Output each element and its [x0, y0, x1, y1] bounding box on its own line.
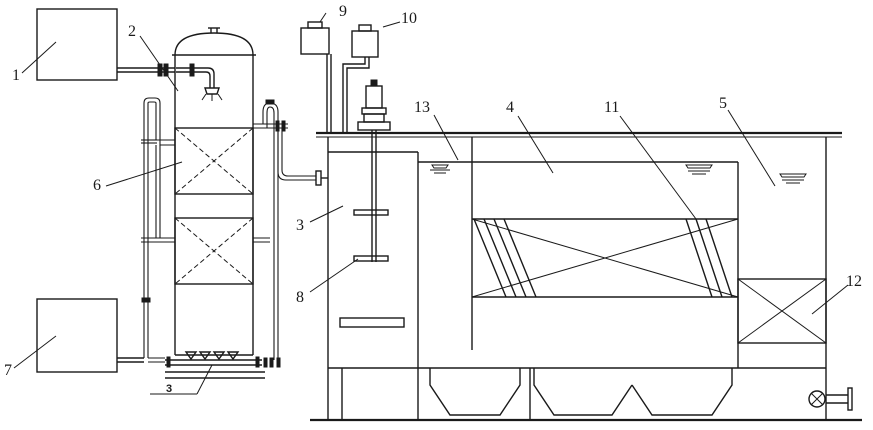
callout-8: 8: [296, 289, 304, 306]
right-exhaust-pipe: [253, 99, 328, 360]
mixer-motor: [357, 79, 391, 131]
left-recirculation-pipe: [141, 97, 175, 363]
filter-zone: [737, 173, 827, 344]
packing-layer-lower: [174, 217, 254, 285]
callout-3-bottom: 3: [166, 383, 172, 395]
inclined-plate-pack: [471, 218, 739, 298]
callout-10: 10: [401, 10, 417, 27]
callout-1: 1: [12, 67, 20, 84]
outlet-valve: [808, 387, 853, 411]
leader-lines: [13, 12, 849, 395]
callout-2: 2: [128, 23, 136, 40]
callout-12: 12: [846, 273, 862, 290]
callout-5: 5: [719, 95, 727, 112]
callout-13: 13: [414, 99, 430, 116]
reaction-zone: [328, 151, 419, 420]
tank-1: [36, 8, 118, 81]
dosing-tank-9: [300, 21, 332, 132]
callout-4: 4: [506, 99, 514, 116]
mixer-shaft: [353, 130, 389, 262]
callout-3: 3: [296, 217, 304, 234]
dosing-tank-10: [342, 24, 379, 132]
tank-7: [36, 298, 144, 373]
callout-7: 7: [4, 362, 12, 379]
callout-6: 6: [93, 177, 101, 194]
sludge-hoppers: [429, 368, 733, 420]
spray-nozzle: [176, 63, 223, 101]
bottom-spray-nozzles: [165, 351, 281, 379]
callout-9: 9: [339, 3, 347, 20]
settling-zone: [418, 137, 739, 368]
callout-11: 11: [604, 99, 619, 116]
main-basin: [310, 131, 862, 422]
packing-layer-upper: [174, 127, 254, 195]
